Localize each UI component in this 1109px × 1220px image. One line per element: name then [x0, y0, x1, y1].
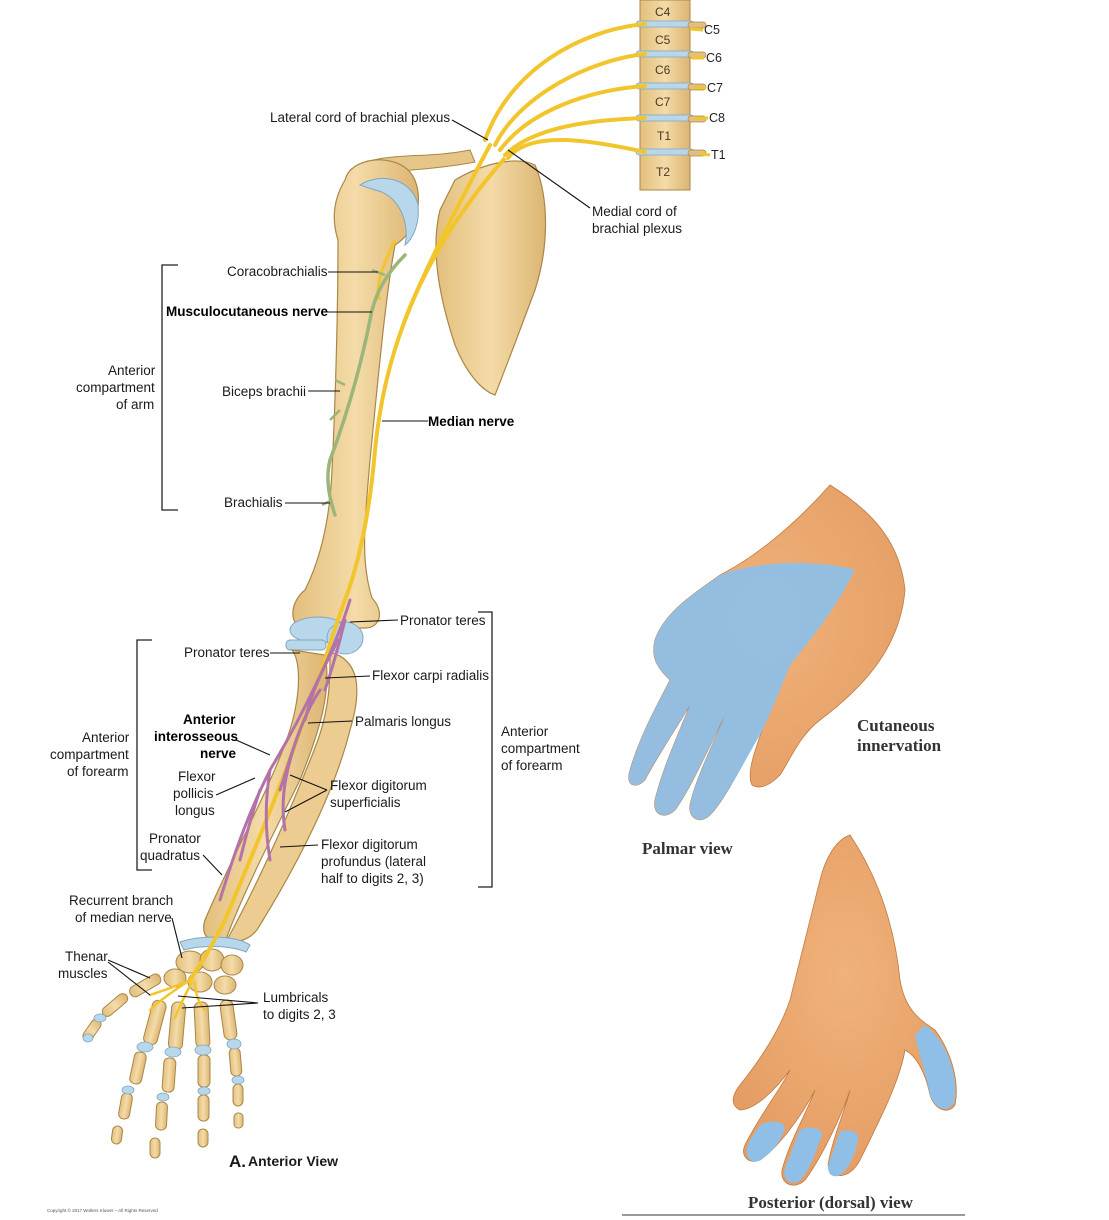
- vertebra-label: C5: [655, 33, 671, 47]
- svg-text:superficialis: superficialis: [330, 795, 401, 810]
- svg-text:compartment: compartment: [76, 380, 155, 395]
- svg-text:of arm: of arm: [116, 397, 154, 412]
- nerve-root-labels: C5 C6 C7 C8 T1: [689, 23, 726, 162]
- pronator-teres-label-left: Pronator teres: [184, 645, 270, 660]
- svg-text:Cutaneous: Cutaneous: [857, 716, 935, 735]
- bracket-anterior-arm: [161, 264, 178, 511]
- palmaris-longus-label: Palmaris longus: [355, 714, 451, 729]
- svg-text:profundus (lateral: profundus (lateral: [321, 854, 426, 869]
- median-nerve-label: Median nerve: [428, 414, 515, 429]
- svg-text:A.: A.: [229, 1152, 246, 1171]
- nerve-root-label: T1: [711, 148, 726, 162]
- svg-text:of forearm: of forearm: [67, 764, 129, 779]
- svg-text:Flexor digitorum: Flexor digitorum: [321, 837, 418, 852]
- nerve-root-label: C7: [707, 81, 723, 95]
- palmar-view-label: Palmar view: [642, 839, 734, 858]
- vertebra-label: C6: [655, 63, 671, 77]
- scapula: [435, 160, 547, 396]
- palmar-hand: [628, 484, 906, 821]
- vertebra-label: C7: [655, 95, 671, 109]
- recurrent-branch-label: Recurrent branch of median nerve: [69, 893, 173, 925]
- svg-text:quadratus: quadratus: [140, 848, 200, 863]
- fds-label: Flexor digitorum superficialis: [330, 778, 427, 810]
- coracobrachialis-label: Coracobrachialis: [227, 264, 328, 279]
- bracket-anterior-forearm-right: [478, 611, 493, 888]
- svg-text:of median nerve: of median nerve: [75, 910, 172, 925]
- svg-text:of forearm: of forearm: [501, 758, 563, 773]
- posterior-view-label: Posterior (dorsal) view: [748, 1193, 914, 1212]
- fpl-label: Flexor pollicis longus: [173, 769, 216, 818]
- anterior-arm-label: Anterior compartment of arm: [76, 363, 156, 412]
- musculocutaneous-nerve: [326, 253, 407, 517]
- medial-cord-label: Medial cord of: [592, 204, 677, 219]
- svg-text:compartment: compartment: [501, 741, 580, 756]
- musculocutaneous-label: Musculocutaneous nerve: [166, 304, 329, 319]
- lateral-cord-label: Lateral cord of brachial plexus: [270, 110, 450, 125]
- thenar-label: Thenar muscles: [58, 949, 108, 981]
- anterior-forearm-label-left: Anterior compartment of forearm: [50, 730, 130, 779]
- elbow-joint: [285, 616, 364, 655]
- median-territory-dorsal: [915, 1025, 956, 1110]
- median-territory-fingertips: [746, 1121, 859, 1183]
- svg-text:Flexor: Flexor: [178, 769, 216, 784]
- shoulder-cartilage: [358, 177, 419, 247]
- svg-text:interosseous: interosseous: [154, 729, 238, 744]
- svg-text:longus: longus: [175, 803, 215, 818]
- bracket-anterior-forearm-left: [136, 639, 152, 871]
- nerve-root-label: C8: [709, 111, 725, 125]
- svg-text:Flexor digitorum: Flexor digitorum: [330, 778, 427, 793]
- finger-joint-cartilage: [82, 1013, 245, 1102]
- svg-text:Recurrent branch: Recurrent branch: [69, 893, 173, 908]
- ulna: [227, 651, 358, 942]
- nerve-root-label: C5: [704, 23, 720, 37]
- biceps-label: Biceps brachii: [222, 384, 306, 399]
- svg-text:Anterior: Anterior: [183, 712, 236, 727]
- anterior-interosseous-label: Anterior interosseous nerve: [154, 712, 238, 761]
- cutaneous-innervation-label: Cutaneous innervation: [857, 716, 942, 755]
- svg-text:Anterior: Anterior: [82, 730, 130, 745]
- hand-nerves: [148, 978, 207, 1020]
- dorsal-hand: [732, 834, 957, 1186]
- svg-text:Pronator: Pronator: [149, 831, 201, 846]
- svg-text:Lumbricals: Lumbricals: [263, 990, 329, 1005]
- anterior-forearm-label-right: Anterior compartment of forearm: [501, 724, 580, 773]
- svg-text:to digits 2, 3: to digits 2, 3: [263, 1007, 336, 1022]
- medial-cord-label-line2: brachial plexus: [592, 221, 682, 236]
- vertebra-label: T1: [657, 129, 671, 143]
- leader-lines: [107, 119, 591, 1009]
- vertebra-label: T2: [656, 165, 670, 179]
- hand-skeleton: [82, 948, 244, 1159]
- svg-text:Anterior View: Anterior View: [248, 1153, 338, 1169]
- anterior-interosseous-branches: [218, 598, 352, 902]
- svg-text:half to digits 2, 3): half to digits 2, 3): [321, 871, 424, 886]
- nerve-root-label: C6: [706, 51, 722, 65]
- svg-text:compartment: compartment: [50, 747, 129, 762]
- view-title: A. Anterior View: [229, 1152, 338, 1171]
- svg-text:innervation: innervation: [857, 736, 942, 755]
- svg-text:Anterior: Anterior: [501, 724, 549, 739]
- median-territory-palmar: [628, 563, 855, 820]
- brachialis-label: Brachialis: [224, 495, 283, 510]
- lumbricals-label: Lumbricals to digits 2, 3: [263, 990, 336, 1022]
- fdp-label: Flexor digitorum profundus (lateral half…: [321, 837, 426, 886]
- pronator-teres-label-right: Pronator teres: [400, 613, 486, 628]
- svg-text:muscles: muscles: [58, 966, 108, 981]
- vertebra-label: C4: [655, 5, 671, 19]
- brachial-plexus-roots: [483, 22, 647, 160]
- svg-text:Thenar: Thenar: [65, 949, 108, 964]
- flexor-carpi-radialis-label: Flexor carpi radialis: [372, 668, 489, 683]
- humerus: [292, 159, 419, 629]
- svg-text:Anterior: Anterior: [108, 363, 156, 378]
- pronator-quadratus-label: Pronator quadratus: [140, 831, 201, 863]
- vertebral-column: C4 C5 C6 C7 T1 T2: [635, 0, 707, 191]
- copyright-text: Copyright © 2017 Wolters Kluwer – All Ri…: [47, 1207, 158, 1213]
- svg-text:nerve: nerve: [200, 746, 237, 761]
- svg-text:pollicis: pollicis: [173, 786, 214, 801]
